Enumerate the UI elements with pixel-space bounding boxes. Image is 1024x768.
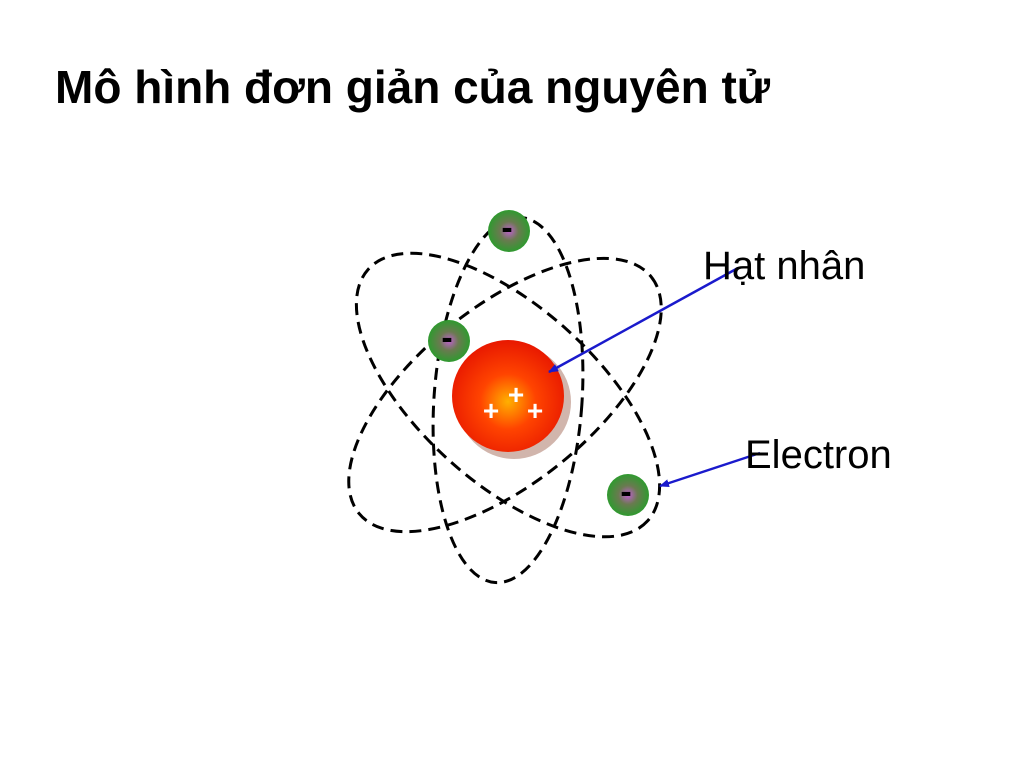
nucleus: + + + — [452, 340, 571, 459]
electron-sign: - — [441, 319, 452, 357]
electron-label: Electron — [745, 433, 892, 477]
slide-title: Mô hình đơn giản của nguyên tử — [55, 61, 771, 113]
electron-right: - — [607, 473, 649, 516]
proton-sign: + — [508, 379, 524, 410]
electron-sign: - — [501, 209, 512, 247]
proton-sign: + — [483, 395, 499, 426]
orbit-tilt-right — [354, 251, 662, 539]
proton-sign: + — [527, 395, 543, 426]
nucleus-pointer-arrow — [548, 266, 739, 374]
electron-sign: - — [620, 473, 631, 511]
electron-left: - — [428, 319, 470, 362]
electron-top: - — [488, 209, 530, 252]
electron-pointer-arrow — [659, 451, 761, 488]
nucleus-body — [452, 340, 564, 452]
nucleus-label: Hạt nhân — [703, 244, 865, 288]
